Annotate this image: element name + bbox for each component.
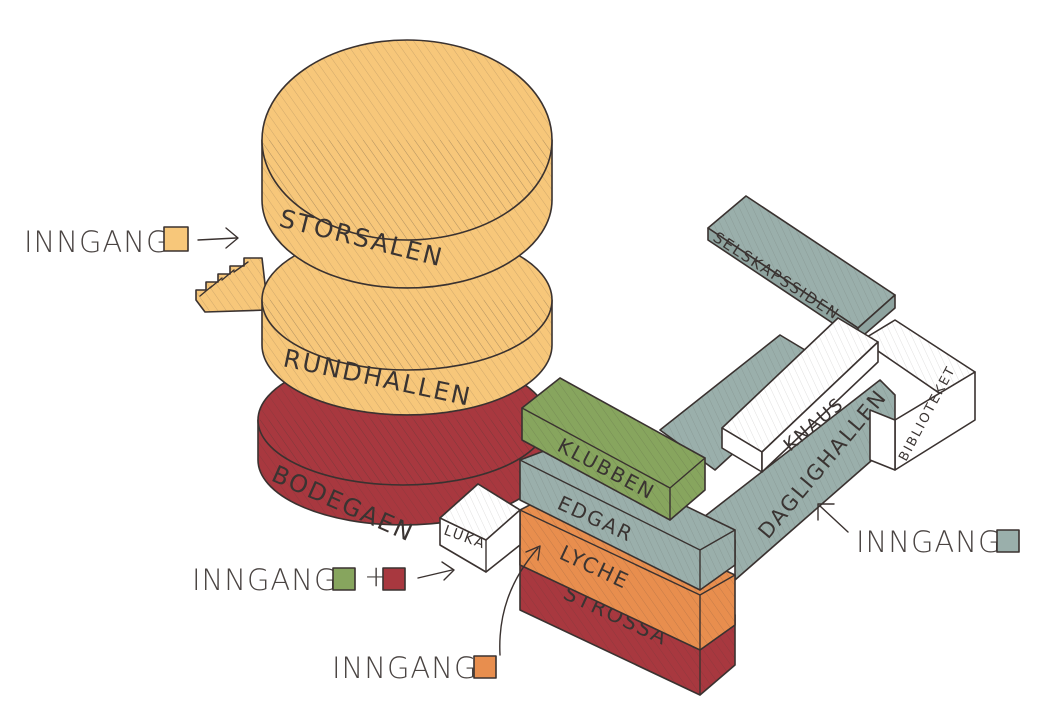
entrance-orange: INNGANG bbox=[332, 545, 541, 685]
luka-block bbox=[439, 483, 521, 573]
arrow-curved-icon bbox=[499, 545, 541, 656]
arrow-diagonal-icon bbox=[817, 503, 849, 533]
klubben-block bbox=[521, 377, 706, 521]
lyche-block bbox=[519, 491, 736, 651]
entrance-green-swatch bbox=[332, 567, 356, 591]
entrance-main-swatch bbox=[163, 226, 189, 252]
entrance-green-red-label: INNGANG bbox=[192, 563, 337, 597]
entrance-orange-label: INNGANG bbox=[332, 651, 477, 685]
entrance-grey-swatch bbox=[996, 529, 1020, 553]
selskapssiden-block bbox=[707, 195, 896, 341]
entrance-main: INNGANG bbox=[24, 225, 239, 259]
entrance-green-red: INNGANG + bbox=[192, 559, 455, 597]
stairs bbox=[195, 257, 269, 313]
storsalen-cylinder bbox=[261, 39, 553, 289]
knaus-block bbox=[721, 317, 879, 473]
arrow-right-icon bbox=[417, 561, 455, 581]
entrance-red-swatch bbox=[382, 567, 406, 591]
entrance-orange-swatch bbox=[473, 655, 497, 679]
entrance-main-label: INNGANG bbox=[24, 225, 169, 259]
biblioteket-block bbox=[861, 319, 976, 471]
entrance-grey-label: INNGANG bbox=[856, 525, 1001, 559]
entrance-grey: INNGANG bbox=[817, 503, 1020, 559]
arrow-right-icon bbox=[197, 227, 239, 249]
